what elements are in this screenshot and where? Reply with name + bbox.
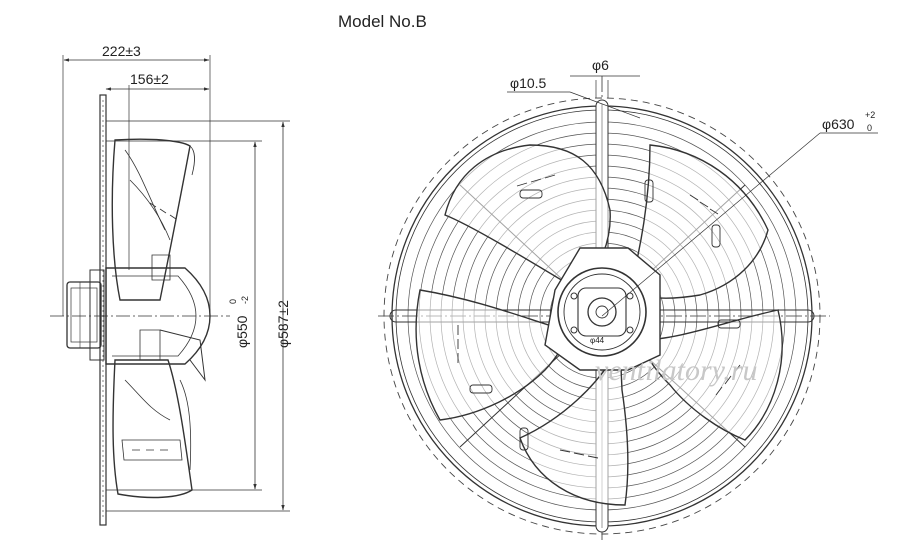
hub-label: φ44 xyxy=(590,336,605,345)
side-view: 222±3 156±2 φ550 0 -2 φ587±2 xyxy=(50,43,291,526)
dim-hole: φ10.5 xyxy=(510,75,547,91)
dim-wire: φ6 xyxy=(592,57,609,73)
dim-mount-circle: φ550 xyxy=(234,315,250,348)
dim-outer-tol-lower: 0 xyxy=(867,123,872,133)
dim-mount-circle-tol-upper: 0 xyxy=(228,299,238,304)
dim-outer: φ630 xyxy=(822,116,855,132)
front-view: φ44 φ10.5 φ6 φ630 +2 0 xyxy=(378,57,878,540)
drawing-title: Model No.B xyxy=(338,12,427,31)
motor-hub: φ44 xyxy=(544,247,661,371)
dim-overall-depth: 222±3 xyxy=(102,43,141,59)
dim-mount-depth: 156±2 xyxy=(130,71,169,87)
dim-guard-diameter: φ587±2 xyxy=(275,300,291,348)
dim-mount-circle-tol-lower: -2 xyxy=(240,296,250,304)
dim-outer-tol-upper: +2 xyxy=(865,110,875,120)
watermark: ventilatory.ru xyxy=(595,354,757,387)
